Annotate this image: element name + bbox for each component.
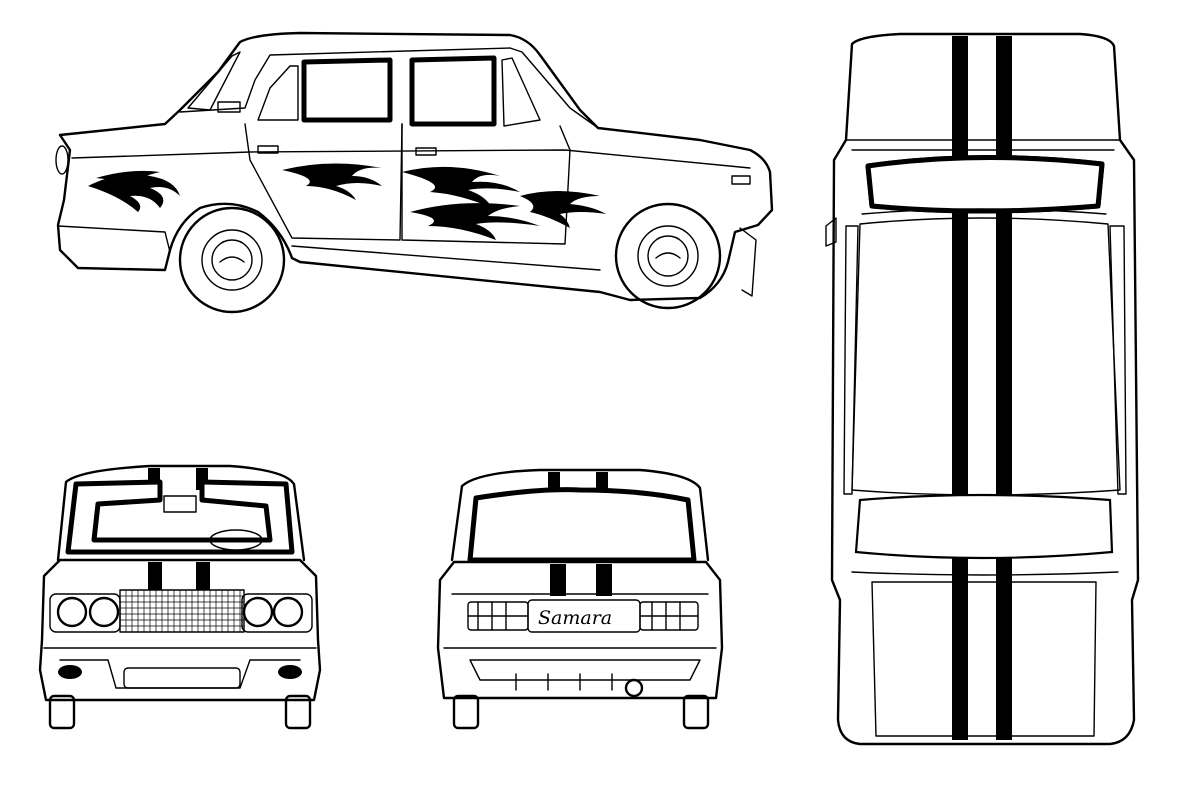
- rear-badge: Samara: [538, 607, 612, 629]
- rear-diffuser-fins: [515, 673, 613, 691]
- side-roof-line: [179, 47, 599, 129]
- front-headlights-left: [49, 593, 121, 633]
- side-rear-wheel: [614, 202, 722, 310]
- side-rear-quarter-glass: [501, 57, 541, 127]
- top-trunk: [871, 581, 1097, 737]
- side-front-wheel: [178, 206, 286, 314]
- top-body-outline: [830, 32, 1140, 746]
- front-air-intake: [123, 667, 241, 689]
- top-hood-line: [845, 139, 1121, 151]
- rear-trunk-stripe-right: [596, 564, 612, 596]
- rear-body-outline: [436, 560, 724, 700]
- flame-decal-front: [88, 170, 180, 212]
- top-side-window-left: [843, 225, 859, 495]
- front-interior-mirror: [163, 495, 197, 513]
- front-body-outline: [38, 558, 322, 702]
- side-front-door-handle: [257, 145, 279, 154]
- front-tire-right: [284, 694, 312, 730]
- rear-tail-light-left: [467, 601, 529, 631]
- rear-tire-left: [452, 694, 480, 730]
- front-hood-stripe-right: [196, 562, 210, 590]
- front-foglight-right: [278, 665, 302, 679]
- front-tire-left: [48, 694, 76, 730]
- top-cowl-line: [861, 208, 1107, 215]
- front-headlights-right: [241, 593, 313, 633]
- rear-cabin-outline: [450, 468, 710, 562]
- side-belt-line: [71, 149, 751, 169]
- side-quarter-glass: [257, 65, 299, 121]
- rear-tire-right: [682, 694, 710, 730]
- front-hood-stripe-left: [148, 562, 162, 590]
- side-mirror: [217, 101, 241, 113]
- top-racing-stripes: [952, 36, 1012, 740]
- side-windshield: [187, 51, 241, 111]
- rear-trunk-stripe-left: [550, 564, 566, 596]
- side-rocker: [291, 245, 601, 271]
- side-tail-light: [731, 175, 751, 185]
- front-grille-mesh: [120, 590, 244, 632]
- top-side-window-right: [1109, 225, 1127, 495]
- side-rear-bumper: [739, 227, 757, 297]
- side-front-window: [301, 57, 393, 123]
- rear-roof-stripe-right: [596, 472, 608, 492]
- rear-bumper: [443, 647, 717, 681]
- side-front-bumper: [57, 225, 171, 253]
- top-mirror-left: [825, 217, 837, 247]
- rear-exhaust-pipe: [624, 678, 644, 698]
- top-view: [825, 32, 1140, 746]
- rear-tail-light-right: [639, 601, 699, 631]
- rear-roof-stripe-left: [548, 472, 560, 492]
- top-trunk-edge: [851, 571, 1119, 576]
- rear-view: Samara: [436, 468, 724, 730]
- front-cabin-outline: [56, 464, 306, 562]
- side-rear-door: [401, 123, 571, 245]
- rear-plate-area: [527, 599, 641, 633]
- side-rear-window: [409, 55, 497, 127]
- side-body-outline: [56, 31, 774, 302]
- side-front-door: [244, 123, 403, 241]
- front-steering-wheel: [209, 529, 263, 551]
- front-foglight-left: [58, 665, 82, 679]
- side-view: [55, 31, 774, 314]
- top-roof: [851, 217, 1121, 496]
- flame-decal-doors: [282, 163, 606, 240]
- side-headlight: [55, 145, 69, 175]
- front-windshield: [65, 479, 295, 555]
- rear-window: [467, 487, 697, 563]
- front-view: [38, 464, 322, 730]
